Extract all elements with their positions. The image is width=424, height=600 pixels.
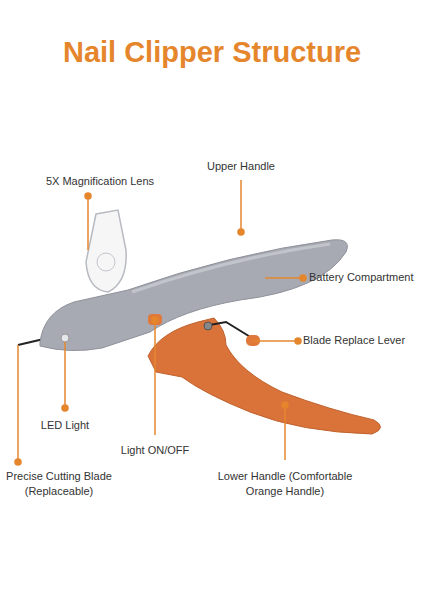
part-label: Precise Cutting Blade (Replaceable) [0,469,118,499]
handle-highlight [132,244,330,292]
pivot [204,322,212,330]
part-label: Battery Compartment [309,270,424,285]
spring [204,322,252,338]
upper-handle [40,240,347,351]
part-label: Blade Replace Lever [303,333,421,348]
part-label: Light ON/OFF [105,443,205,458]
magnification-lens [86,210,126,292]
light-switch [148,314,162,325]
part-label: 5X Magnification Lens [30,174,170,189]
diagram-title: Nail Clipper Structure [0,36,424,69]
part-label: LED Light [25,418,105,433]
part-label: Lower Handle (Comfortable Orange Handle) [205,469,365,499]
leader-lines [15,180,306,465]
led-light [61,334,69,342]
part-label: Upper Handle [190,159,292,174]
lens-ring [97,253,115,271]
